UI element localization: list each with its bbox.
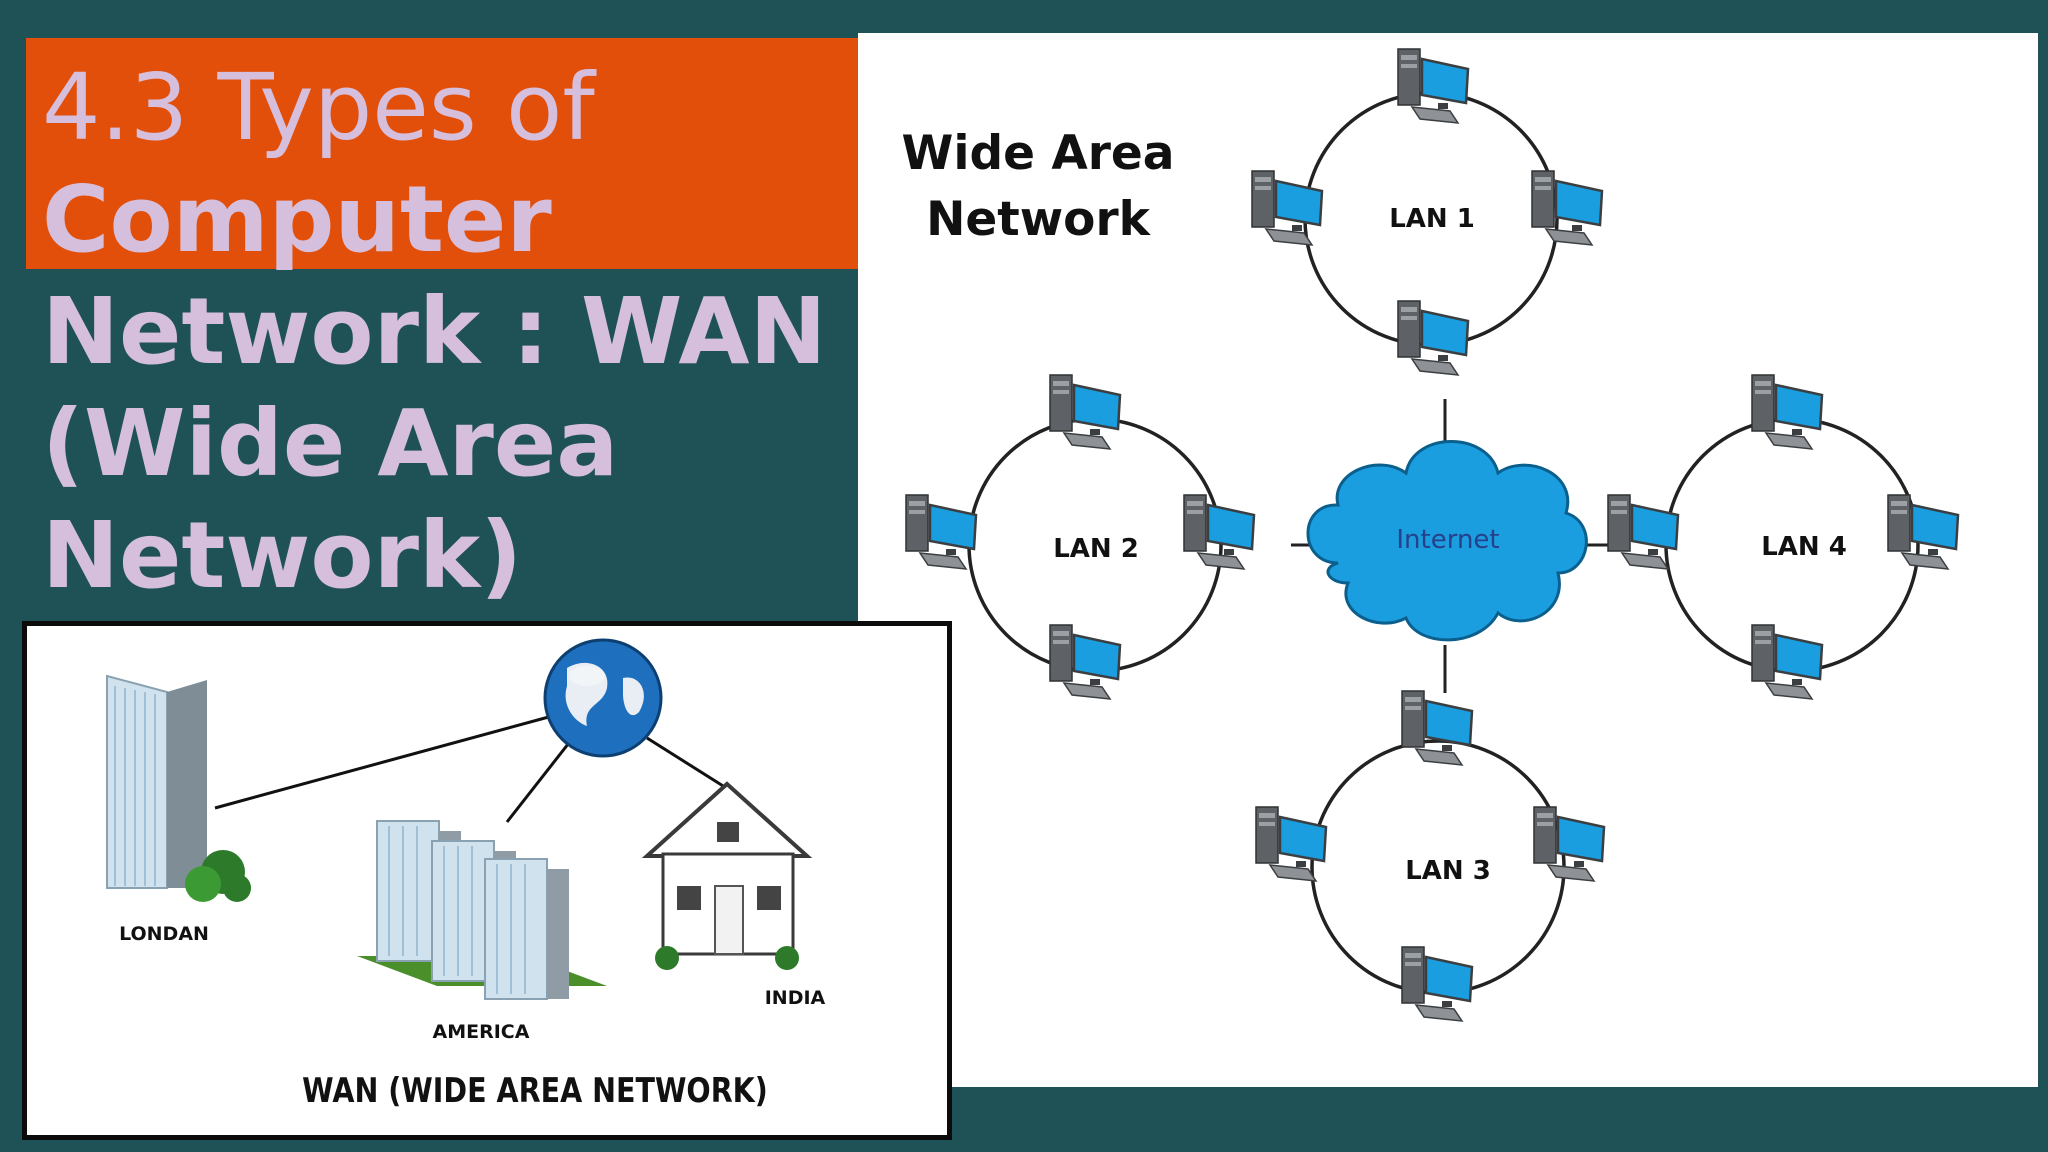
title-line-1: 4.3 Types of bbox=[42, 54, 595, 161]
slide-title: 4.3 Types of Computer Network : WAN (Wid… bbox=[42, 52, 862, 612]
lan-2-label: LAN 2 bbox=[1053, 534, 1139, 564]
title-line-5: Network) bbox=[42, 502, 523, 609]
title-band bbox=[26, 38, 858, 269]
internet-cloud bbox=[1306, 440, 1588, 642]
title-line-2: Computer bbox=[42, 166, 552, 273]
wan-network-diagram: Wide Area Network Internet LAN 1 LAN 2 L… bbox=[858, 33, 2038, 1087]
wan-illustration: LONDAN AMERICA INDIA WAN (WIDE AREA NETW… bbox=[22, 621, 952, 1140]
america-label: AMERICA bbox=[433, 1021, 530, 1043]
lan-4-label: LAN 4 bbox=[1761, 532, 1847, 562]
india-house bbox=[641, 781, 813, 970]
america-buildings bbox=[357, 820, 607, 1000]
london-building bbox=[106, 674, 251, 902]
title-line-4: (Wide Area bbox=[42, 390, 619, 497]
diagram-heading-line-2: Network bbox=[926, 192, 1152, 247]
title-line-3: Network : WAN bbox=[42, 278, 827, 385]
london-label: LONDAN bbox=[119, 923, 209, 945]
diagram-heading-line-1: Wide Area bbox=[902, 126, 1175, 181]
lan-3-label: LAN 3 bbox=[1405, 856, 1491, 886]
india-label: INDIA bbox=[765, 987, 826, 1009]
globe-icon bbox=[543, 638, 663, 758]
lan-1-label: LAN 1 bbox=[1389, 204, 1475, 234]
internet-label: Internet bbox=[1396, 525, 1499, 555]
wan-caption: WAN (WIDE AREA NETWORK) bbox=[302, 1072, 768, 1111]
